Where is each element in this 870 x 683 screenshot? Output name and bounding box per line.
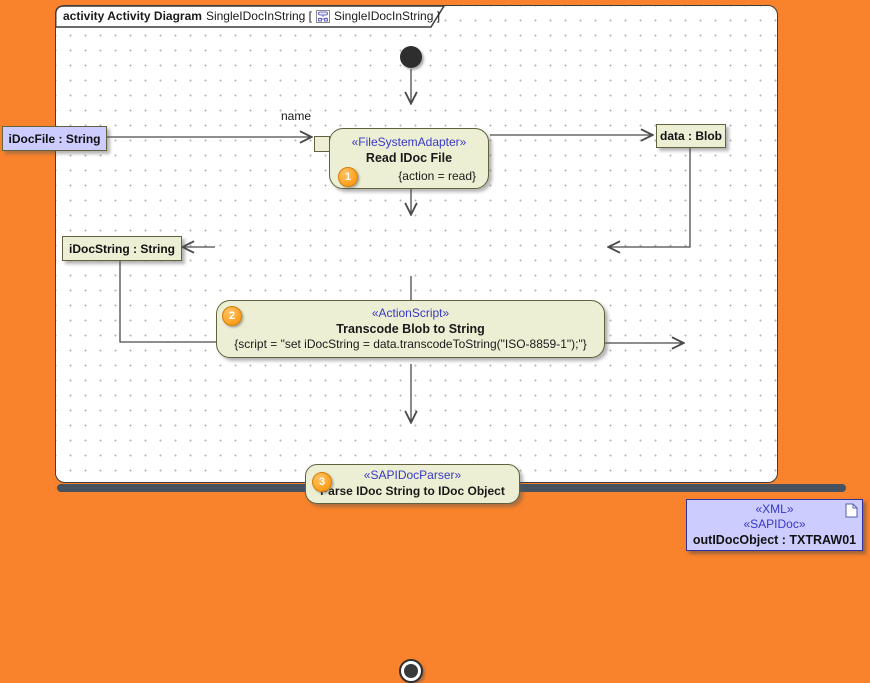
frame-tab[interactable]: activity Activity Diagram SingleIDocInSt… <box>63 9 440 23</box>
stereotype-label: «SAPIDoc» <box>743 517 806 531</box>
stereotype-label: «FileSystemAdapter» <box>351 135 467 149</box>
activity-diagram-icon <box>316 9 331 23</box>
action-transcode-blob[interactable]: «ActionScript» Transcode Blob to String … <box>216 300 605 358</box>
stereotype-label: «ActionScript» <box>371 306 450 320</box>
step-badge-2: 2 <box>222 306 242 326</box>
object-label: data : Blob <box>660 129 722 143</box>
object-label: iDocFile : String <box>8 131 101 146</box>
input-pin-name[interactable] <box>314 136 330 152</box>
action-parse-idoc[interactable]: «SAPIDocParser» Parse IDoc String to IDo… <box>305 464 520 504</box>
initial-node[interactable] <box>400 46 422 68</box>
edge-label-name: name <box>281 109 312 123</box>
action-title: Read IDoc File <box>365 151 453 165</box>
action-read-idoc-file[interactable]: «FileSystemAdapter» Read IDoc File {acti… <box>329 128 489 189</box>
object-label: outIDocObject : TXTRAW01 <box>692 533 857 547</box>
action-title: Parse IDoc String to IDoc Object <box>320 484 505 498</box>
final-node-dot <box>404 664 418 678</box>
action-title: Transcode Blob to String <box>336 322 485 336</box>
object-idocstring[interactable]: iDocString : String <box>62 236 182 261</box>
object-label: iDocString : String <box>69 241 175 256</box>
frame-tab-shape <box>55 5 446 28</box>
stereotype-label: «XML» <box>755 502 794 516</box>
frame-tab-kind: activity Activity Diagram <box>63 9 202 23</box>
object-idocfile[interactable]: iDocFile : String <box>2 126 107 151</box>
object-out-idoc[interactable]: «XML» «SAPIDoc» outIDocObject : TXTRAW01 <box>686 499 863 551</box>
stereotype-label: «SAPIDocParser» <box>363 468 462 482</box>
final-node[interactable] <box>399 659 423 683</box>
object-data-blob[interactable]: data : Blob <box>656 124 726 148</box>
document-icon <box>845 503 858 518</box>
frame-tab-bracket-name: SingleIDocInString ] <box>334 9 441 23</box>
frame-tab-name: SingleIDocInString [ <box>205 9 313 23</box>
action-property: {action = read} <box>398 169 476 183</box>
step-badge-3: 3 <box>312 472 332 492</box>
action-property: {script = "set iDocString = data.transco… <box>234 337 587 351</box>
step-badge-1: 1 <box>338 167 358 187</box>
